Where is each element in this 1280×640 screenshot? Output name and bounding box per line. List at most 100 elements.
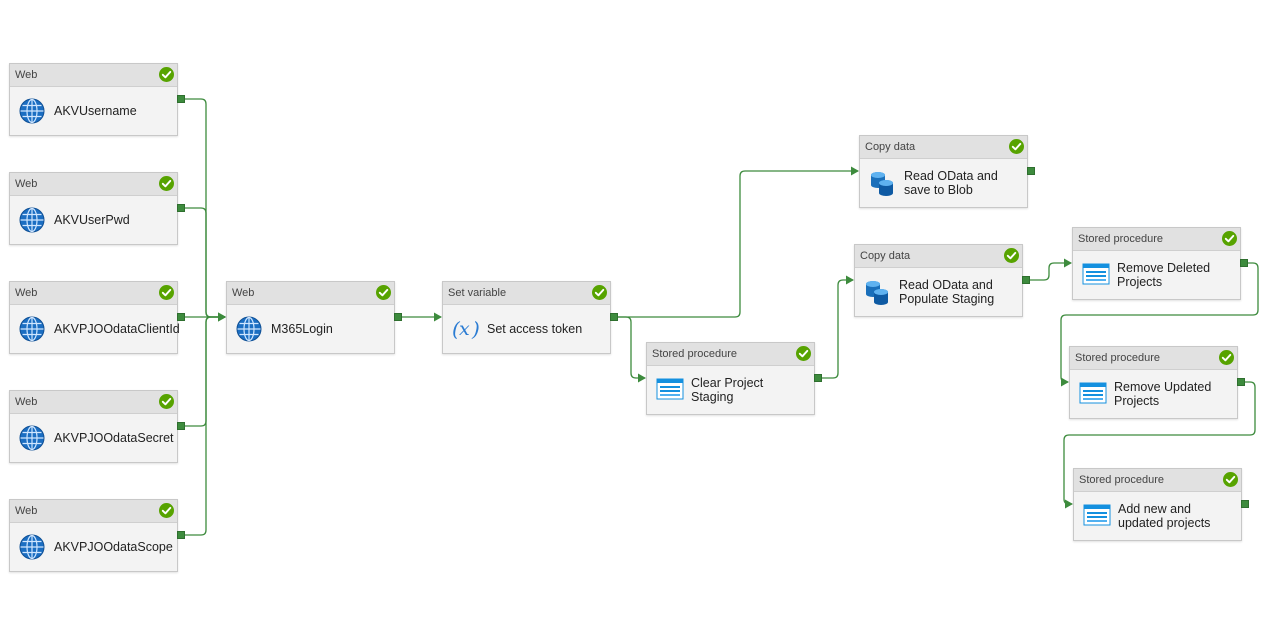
activity-type-label: Stored procedure bbox=[1074, 469, 1241, 492]
success-check-icon bbox=[1222, 231, 1237, 246]
activity-type-label: Stored procedure bbox=[647, 343, 814, 366]
activity-name: Add new and updated projects bbox=[1118, 502, 1211, 530]
success-output-port[interactable] bbox=[177, 95, 185, 103]
activity-readblob[interactable]: Copy data Read OData and save to Blob bbox=[859, 135, 1028, 208]
connector-akvpjosecret-to-m365login[interactable] bbox=[185, 316, 225, 427]
connector-arrowhead bbox=[434, 312, 442, 322]
connector-arrowhead bbox=[218, 312, 226, 322]
stored-procedure-icon bbox=[656, 377, 684, 403]
activity-addnew[interactable]: Stored procedure Add new and updated pro… bbox=[1073, 468, 1242, 541]
globe-icon bbox=[19, 534, 45, 560]
globe-icon bbox=[19, 316, 45, 342]
success-output-port[interactable] bbox=[1027, 167, 1035, 175]
success-output-port[interactable] bbox=[1022, 276, 1030, 284]
activity-setaccesstoken[interactable]: Set variable ( x ) Set access token bbox=[442, 281, 611, 354]
connector-akvpjoscope-to-m365login[interactable] bbox=[185, 316, 225, 536]
activity-type-text: Stored procedure bbox=[1075, 352, 1160, 364]
connector-arrowhead bbox=[1061, 377, 1069, 387]
svg-text:x: x bbox=[459, 318, 470, 340]
activity-name: AKVPJOOdataScope bbox=[54, 540, 173, 554]
activity-type-text: Web bbox=[232, 287, 255, 299]
connector-arrowhead bbox=[846, 275, 854, 285]
activity-type-label: Set variable bbox=[443, 282, 610, 305]
activity-akvusername[interactable]: Web AKVUsername bbox=[9, 63, 178, 136]
activity-type-label: Web bbox=[10, 282, 177, 305]
success-output-port[interactable] bbox=[1237, 378, 1245, 386]
success-output-port[interactable] bbox=[814, 374, 822, 382]
success-check-icon bbox=[796, 346, 811, 361]
activity-type-label: Copy data bbox=[855, 245, 1022, 268]
activity-name: Set access token bbox=[487, 322, 583, 336]
svg-text:(: ( bbox=[452, 317, 461, 341]
svg-text:): ) bbox=[471, 317, 480, 341]
connector-arrowhead bbox=[851, 166, 859, 176]
connector-clearstaging-to-readstaging[interactable] bbox=[822, 279, 853, 379]
success-output-port[interactable] bbox=[394, 313, 402, 321]
activity-akvpjosecret[interactable]: Web AKVPJOOdataSecret bbox=[9, 390, 178, 463]
activity-removedeleted[interactable]: Stored procedure Remove Deleted Projects bbox=[1072, 227, 1241, 300]
activity-name: M365Login bbox=[271, 322, 333, 336]
copy-data-icon bbox=[869, 170, 895, 196]
activity-m365login[interactable]: Web M365Login bbox=[226, 281, 395, 354]
activity-name: AKVPJOOdataSecret bbox=[54, 431, 174, 445]
success-check-icon bbox=[1219, 350, 1234, 365]
success-output-port[interactable] bbox=[177, 531, 185, 539]
activity-removeupdated[interactable]: Stored procedure Remove Updated Projects bbox=[1069, 346, 1238, 419]
connector-setaccesstoken-to-clearstaging[interactable] bbox=[618, 316, 645, 379]
activity-body: M365Login bbox=[227, 305, 394, 353]
stored-procedure-icon bbox=[1079, 381, 1107, 407]
activity-type-text: Web bbox=[15, 396, 38, 408]
success-check-icon bbox=[159, 67, 174, 82]
globe-icon bbox=[236, 316, 262, 342]
connector-setaccesstoken-to-readblob[interactable] bbox=[618, 170, 858, 318]
success-output-port[interactable] bbox=[177, 422, 185, 430]
copy-data-icon bbox=[864, 279, 890, 305]
connector-arrowhead bbox=[218, 312, 226, 322]
activity-name: Read OData and Populate Staging bbox=[899, 278, 995, 306]
success-check-icon bbox=[1223, 472, 1238, 487]
stored-procedure-icon bbox=[1082, 262, 1110, 288]
activity-readstaging[interactable]: Copy data Read OData and Populate Stagin… bbox=[854, 244, 1023, 317]
globe-icon bbox=[19, 425, 45, 451]
success-output-port[interactable] bbox=[177, 313, 185, 321]
activity-body: AKVPJOOdataSecret bbox=[10, 414, 177, 462]
connector-arrowhead bbox=[218, 312, 226, 322]
activity-name: Remove Updated Projects bbox=[1114, 380, 1212, 408]
activity-type-text: Copy data bbox=[860, 250, 911, 262]
success-output-port[interactable] bbox=[1240, 259, 1248, 267]
activity-body: AKVPJOOdataClientId bbox=[10, 305, 180, 353]
success-check-icon bbox=[159, 285, 174, 300]
activity-type-text: Stored procedure bbox=[652, 348, 737, 360]
success-check-icon bbox=[1004, 248, 1019, 263]
activity-body: Read OData and Populate Staging bbox=[855, 268, 1022, 316]
activity-body: AKVUsername bbox=[10, 87, 177, 135]
activity-type-text: Web bbox=[15, 178, 38, 190]
connector-akvusername-to-m365login[interactable] bbox=[185, 98, 225, 318]
connector-arrowhead bbox=[638, 373, 646, 383]
activity-clearstaging[interactable]: Stored procedure Clear Project Staging bbox=[646, 342, 815, 415]
activity-akvpjoclientid[interactable]: Web AKVPJOOdataClientId bbox=[9, 281, 180, 354]
activity-body: ( x ) Set access token bbox=[443, 305, 610, 353]
activity-type-text: Stored procedure bbox=[1079, 474, 1164, 486]
connector-arrowhead bbox=[218, 312, 226, 322]
activity-name: AKVUserPwd bbox=[54, 213, 130, 227]
activity-akvpjoscope[interactable]: Web AKVPJOOdataScope bbox=[9, 499, 178, 572]
success-check-icon bbox=[376, 285, 391, 300]
success-output-port[interactable] bbox=[1241, 500, 1249, 508]
activity-akvuserpwd[interactable]: Web AKVUserPwd bbox=[9, 172, 178, 245]
activity-body: Clear Project Staging bbox=[647, 366, 814, 414]
success-output-port[interactable] bbox=[610, 313, 618, 321]
success-output-port[interactable] bbox=[177, 204, 185, 212]
activity-type-text: Web bbox=[15, 69, 38, 81]
success-check-icon bbox=[159, 394, 174, 409]
success-check-icon bbox=[159, 503, 174, 518]
activity-type-text: Set variable bbox=[448, 287, 507, 299]
activity-name: Clear Project Staging bbox=[691, 376, 764, 404]
activity-name: AKVPJOOdataClientId bbox=[54, 322, 180, 336]
connector-akvuserpwd-to-m365login[interactable] bbox=[185, 207, 225, 318]
activity-type-label: Stored procedure bbox=[1070, 347, 1237, 370]
activity-type-label: Web bbox=[10, 500, 177, 523]
success-check-icon bbox=[1009, 139, 1024, 154]
connector-readstaging-to-removedeleted[interactable] bbox=[1030, 262, 1071, 281]
